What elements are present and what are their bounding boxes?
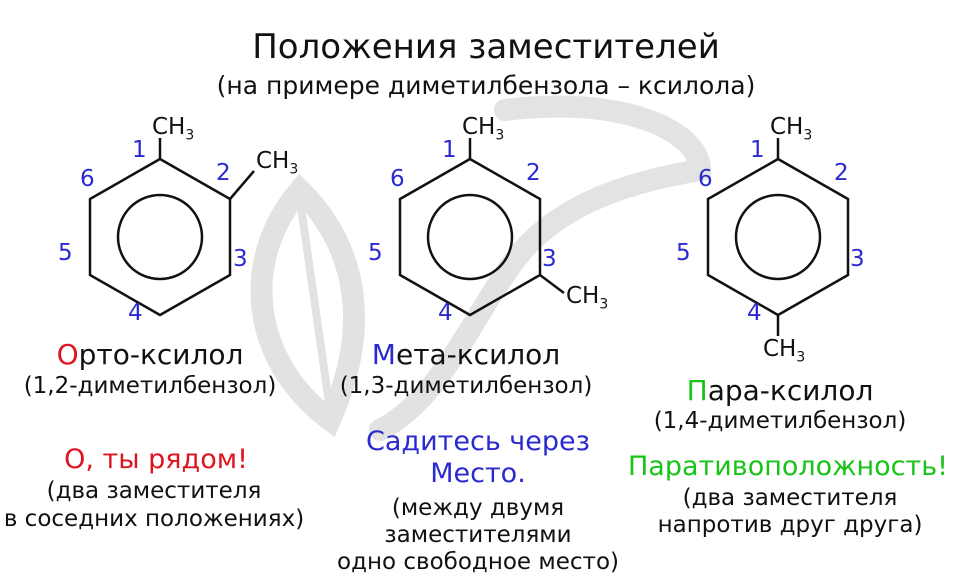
ortho-name: Орто-ксилол <box>56 338 244 371</box>
para-ch3-label-4: CH3 <box>763 336 806 366</box>
meta-aromatic-circle <box>426 193 514 281</box>
meta-note-line-3: одно свободное место) <box>337 549 619 575</box>
para-position-2: 2 <box>834 160 849 186</box>
para-position-3: 3 <box>850 246 865 272</box>
meta-iupac-name: (1,3-диметилбензол) <box>339 373 593 399</box>
ortho-position-5: 5 <box>58 240 73 266</box>
para-note-line-1: (два заместителя <box>682 485 898 511</box>
para-xylene-structure <box>706 138 850 336</box>
para-mnemonic: Паративоположность! <box>628 451 948 482</box>
meta-position-4: 4 <box>438 300 453 326</box>
para-position-4: 4 <box>747 300 762 326</box>
ortho-position-3: 3 <box>233 246 248 272</box>
meta-name: Мета-ксилол <box>371 338 561 371</box>
meta-mnemonic-line-2: Место. <box>430 458 526 489</box>
ortho-position-6: 6 <box>80 166 95 192</box>
para-position-1: 1 <box>750 137 765 163</box>
page-subtitle: (на примере диметилбензола – ксилола) <box>216 71 756 100</box>
para-name: Пара-ксилол <box>686 374 874 407</box>
ortho-position-4: 4 <box>128 300 143 326</box>
para-aromatic-circle <box>734 193 822 281</box>
ortho-ch3-label-2: CH3 <box>256 148 299 178</box>
ortho-xylene-structure <box>88 138 255 317</box>
meta-note-line-1: (между двумя <box>391 495 565 521</box>
meta-position-3: 3 <box>542 246 557 272</box>
meta-mnemonic-line-1: Садитесь через <box>366 426 590 457</box>
para-position-6: 6 <box>698 166 713 192</box>
ortho-bond-2 <box>229 170 255 200</box>
page-title: Положения заместителей <box>252 27 720 67</box>
meta-note-line-2: заместителями <box>384 522 572 548</box>
ortho-ch3-label-1: CH3 <box>152 114 195 144</box>
meta-bond-3 <box>539 274 565 294</box>
ortho-note-line-2: в соседних положениях) <box>3 506 305 532</box>
para-ch3-label-1: CH3 <box>770 114 813 144</box>
leaf-watermark-icon <box>250 95 712 441</box>
para-position-5: 5 <box>676 240 691 266</box>
para-iupac-name: (1,4-диметилбензол) <box>653 408 907 434</box>
meta-position-1: 1 <box>442 137 457 163</box>
meta-ch3-label-1: CH3 <box>462 114 505 144</box>
ortho-position-2: 2 <box>216 160 231 186</box>
ortho-aromatic-circle <box>116 193 204 281</box>
ortho-mnemonic: О, ты рядом! <box>64 444 248 475</box>
ortho-benzene-ring <box>88 157 232 317</box>
ortho-position-1: 1 <box>132 137 147 163</box>
meta-position-5: 5 <box>368 240 383 266</box>
meta-benzene-ring <box>398 157 542 317</box>
meta-ch3-label-3: CH3 <box>566 283 609 313</box>
meta-position-6: 6 <box>390 166 405 192</box>
ortho-iupac-name: (1,2-диметилбензол) <box>23 373 277 399</box>
meta-xylene-structure <box>398 138 565 317</box>
ortho-note-line-1: (два заместителя <box>46 478 262 504</box>
para-benzene-ring <box>706 157 850 317</box>
meta-position-2: 2 <box>526 160 541 186</box>
para-note-line-2: напротив друг друга) <box>657 512 923 538</box>
